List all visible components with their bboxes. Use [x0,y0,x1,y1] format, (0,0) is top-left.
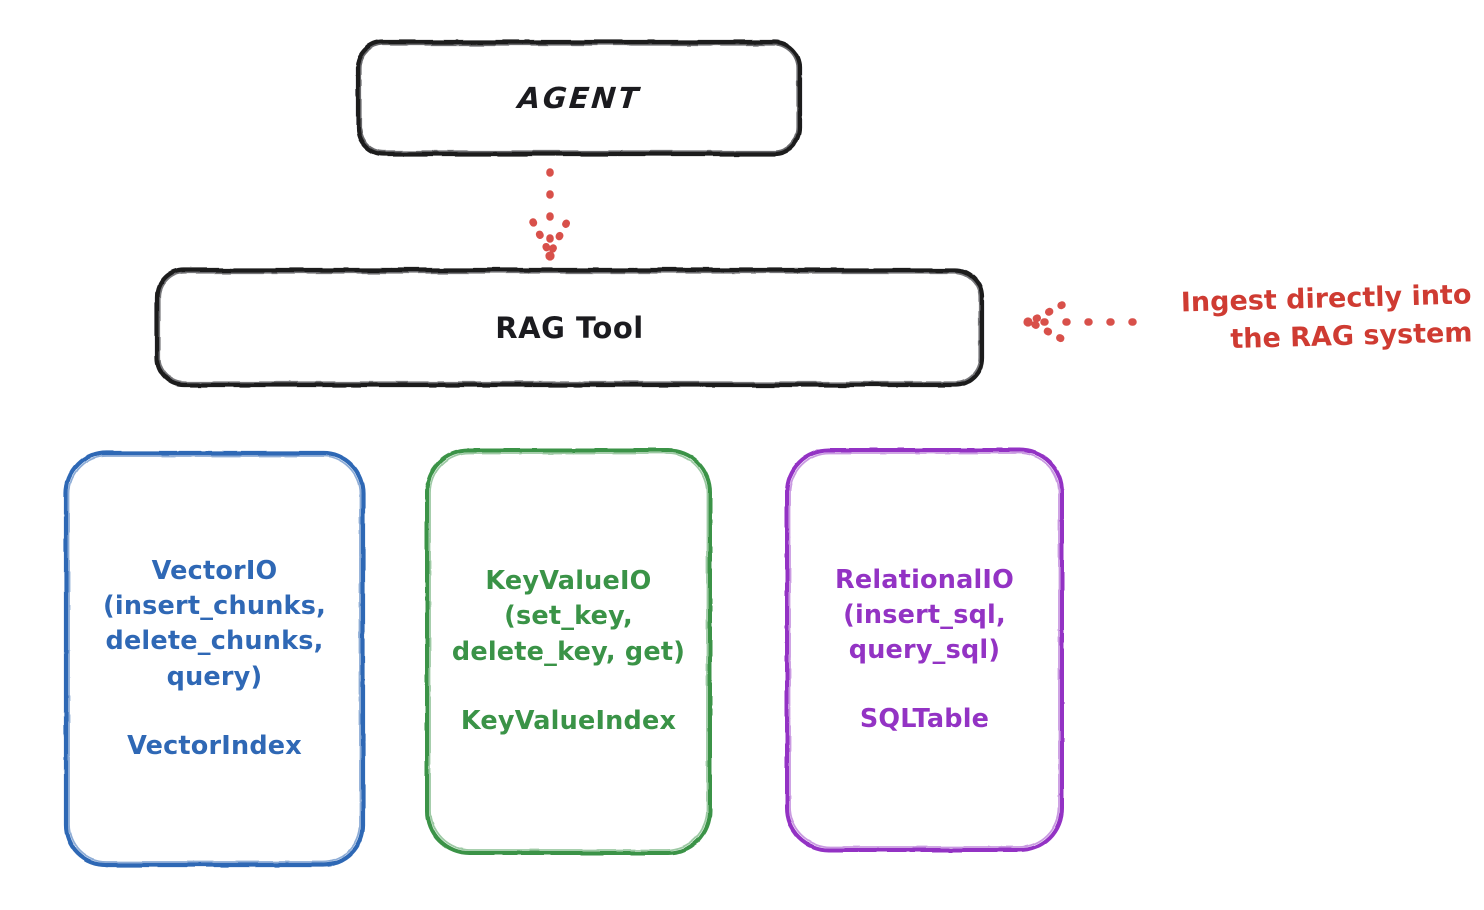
agent-box-outline [355,39,803,157]
relational-io-box-outline [785,448,1064,852]
vector-io-index: VectorIndex [127,730,302,761]
node-vector-io[interactable]: VectorIO (insert_chunks, delete_chunks, … [66,453,363,865]
node-agent[interactable]: AGENT [358,42,800,154]
agent-to-rag-arrow [529,168,571,261]
rag-tool-box-outline [154,267,985,388]
node-key-value-io[interactable]: KeyValueIO (set_key, delete_key, get) Ke… [427,450,710,853]
ingest-arrow [1023,301,1137,343]
rag-tool-label: RAG Tool [495,310,644,345]
ingest-annotation-text: Ingest directly into the RAG system [1180,279,1473,356]
key-value-io-box-outline [425,448,712,855]
relational-io-methods: RelationalIO (insert_sql, query_sql) [835,564,1014,665]
key-value-io-index: KeyValueIndex [460,705,677,736]
vector-io-box-outline [63,450,366,868]
relational-io-table: SQLTable [859,704,990,735]
agent-label: AGENT [516,81,642,115]
vector-io-methods: VectorIO (insert_chunks, delete_chunks, … [103,556,326,692]
node-rag-tool[interactable]: RAG Tool [157,270,982,385]
node-relational-io[interactable]: RelationalIO (insert_sql, query_sql) SQL… [787,450,1062,850]
key-value-io-methods: KeyValueIO (set_key, delete_key, get) [451,566,686,667]
